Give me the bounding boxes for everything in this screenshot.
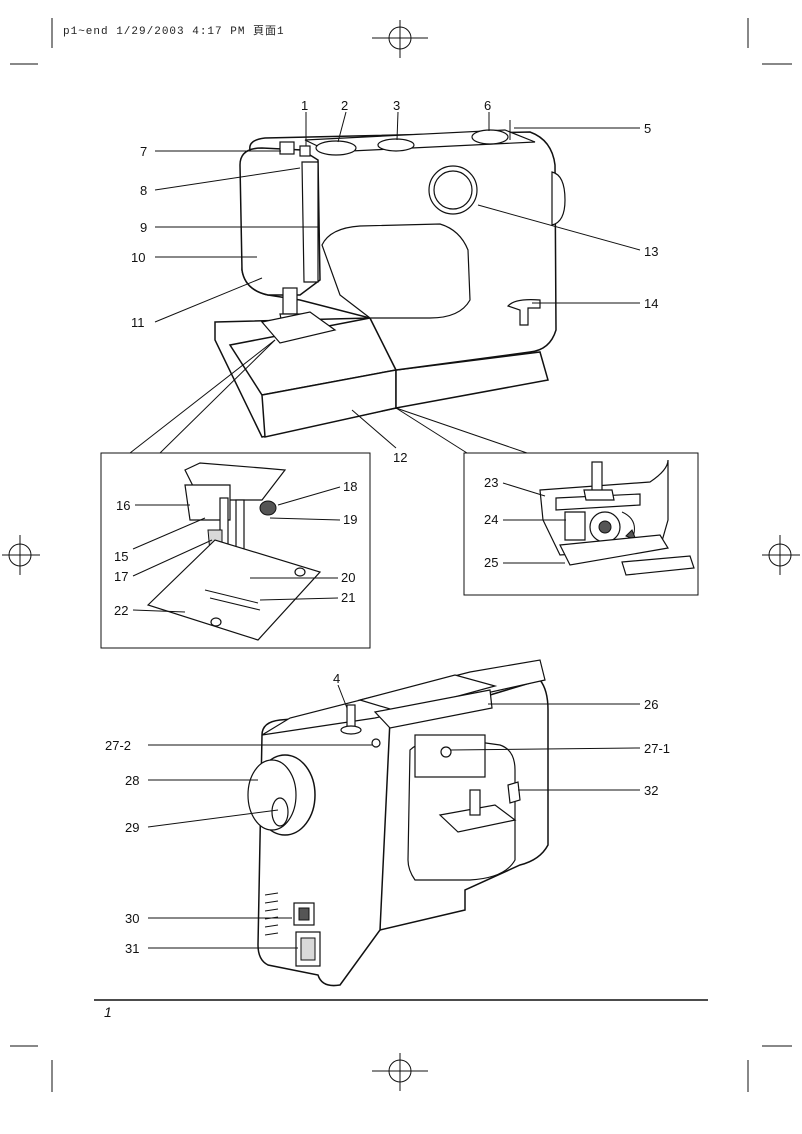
label-19: 19	[343, 512, 357, 527]
label-11: 11	[131, 315, 145, 330]
label-24: 24	[484, 512, 498, 527]
machine-front-view	[214, 120, 566, 438]
labels-inset-left: 16 18 19 15 17 20 21 22	[114, 479, 357, 618]
label-22: 22	[114, 603, 128, 618]
label-17: 17	[114, 569, 128, 584]
labels-top: 1 2 3 6 5 7 8 9 10 11 13 14 12	[131, 98, 658, 465]
print-header: p1~end 1/29/2003 4:17 PM 頁面1	[63, 26, 285, 38]
registration-mark-top	[372, 20, 428, 58]
label-3: 3	[393, 98, 400, 113]
label-26: 26	[644, 697, 658, 712]
label-25: 25	[484, 555, 498, 570]
label-8: 8	[140, 183, 147, 198]
labels-bottom: 4 26 27-2 27-1 28 32 29 30 31	[105, 671, 670, 956]
label-2: 2	[341, 98, 348, 113]
labels-inset-right: 23 24 25	[484, 475, 498, 570]
label-18: 18	[343, 479, 357, 494]
label-21: 21	[341, 590, 355, 605]
leader-lines-inset-left	[132, 486, 341, 613]
label-30: 30	[125, 911, 139, 926]
label-27-2: 27-2	[105, 738, 131, 753]
label-31: 31	[125, 941, 139, 956]
crop-marks	[10, 18, 792, 1092]
label-7: 7	[140, 144, 147, 159]
leader-lines-top	[129, 111, 641, 454]
machine-rear-view	[247, 659, 549, 987]
label-10: 10	[131, 250, 145, 265]
label-14: 14	[644, 296, 658, 311]
label-32: 32	[644, 783, 658, 798]
label-1: 1	[301, 98, 308, 113]
label-15: 15	[114, 549, 128, 564]
label-27-1: 27-1	[644, 741, 670, 756]
page-number: 1	[104, 1004, 112, 1020]
label-5: 5	[644, 121, 651, 136]
label-23: 23	[484, 475, 498, 490]
registration-mark-right	[762, 535, 800, 575]
label-20: 20	[341, 570, 355, 585]
label-6: 6	[484, 98, 491, 113]
label-13: 13	[644, 244, 658, 259]
label-9: 9	[140, 220, 147, 235]
label-29: 29	[125, 820, 139, 835]
label-16: 16	[116, 498, 130, 513]
inset-left-presser-foot	[100, 452, 371, 649]
inset-right-bobbin	[463, 452, 699, 596]
label-12: 12	[393, 450, 407, 465]
registration-mark-bottom	[372, 1053, 428, 1091]
leader-lines-inset-right	[502, 482, 566, 564]
label-4: 4	[333, 671, 340, 686]
leader-lines-bottom	[147, 684, 641, 949]
label-28: 28	[125, 773, 139, 788]
registration-mark-left	[2, 535, 40, 575]
